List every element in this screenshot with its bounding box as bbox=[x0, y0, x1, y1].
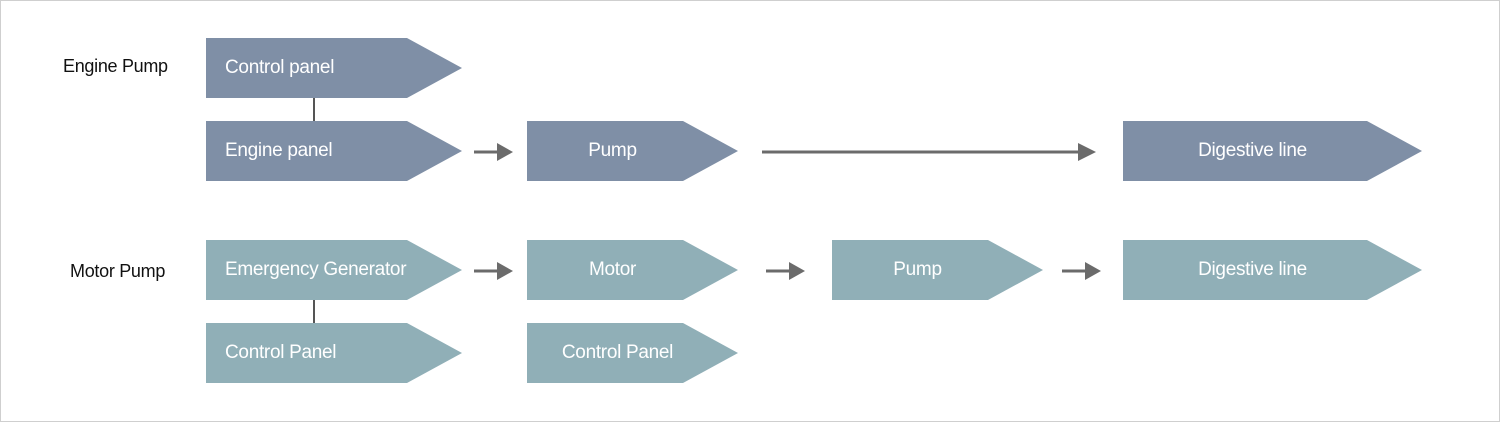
motor-control-panel-text-2: Control Panel bbox=[561, 342, 674, 363]
engine-digestive-line-box: Digestive line bbox=[1123, 121, 1422, 181]
arrow-engine-panel-to-pump bbox=[474, 143, 513, 161]
engine-panel-box: Engine panel bbox=[206, 121, 462, 181]
motor-pump-label: Motor Pump bbox=[70, 261, 166, 281]
emergency-generator-box: Emergency Generator bbox=[206, 240, 462, 300]
motor-control-panel-text-1: Control Panel bbox=[225, 342, 337, 363]
engine-pump-text: Pump bbox=[588, 140, 637, 161]
engine-control-panel-text: Control panel bbox=[225, 57, 335, 78]
motor-digestive-line-box: Digestive line bbox=[1123, 240, 1422, 300]
motor-control-panel-box-1: Control Panel bbox=[206, 323, 462, 383]
engine-digestive-line-text: Digestive line bbox=[1198, 140, 1307, 161]
engine-connector-line bbox=[313, 98, 315, 122]
arrow-generator-to-motor bbox=[474, 262, 513, 280]
motor-text: Motor bbox=[588, 259, 637, 280]
arrow-motor-to-pump bbox=[766, 262, 805, 280]
motor-connector-line bbox=[313, 300, 315, 324]
arrow-pump-to-digestive-line bbox=[762, 143, 1096, 161]
engine-panel-text: Engine panel bbox=[225, 140, 333, 161]
arrow-pump-to-digestive-line-motor bbox=[1062, 262, 1101, 280]
motor-digestive-line-text: Digestive line bbox=[1198, 259, 1307, 280]
engine-control-panel-box: Control panel bbox=[206, 38, 462, 98]
engine-pump-label: Engine Pump bbox=[63, 56, 168, 76]
emergency-generator-text: Emergency Generator bbox=[225, 259, 407, 280]
motor-pump-text: Pump bbox=[893, 259, 942, 280]
